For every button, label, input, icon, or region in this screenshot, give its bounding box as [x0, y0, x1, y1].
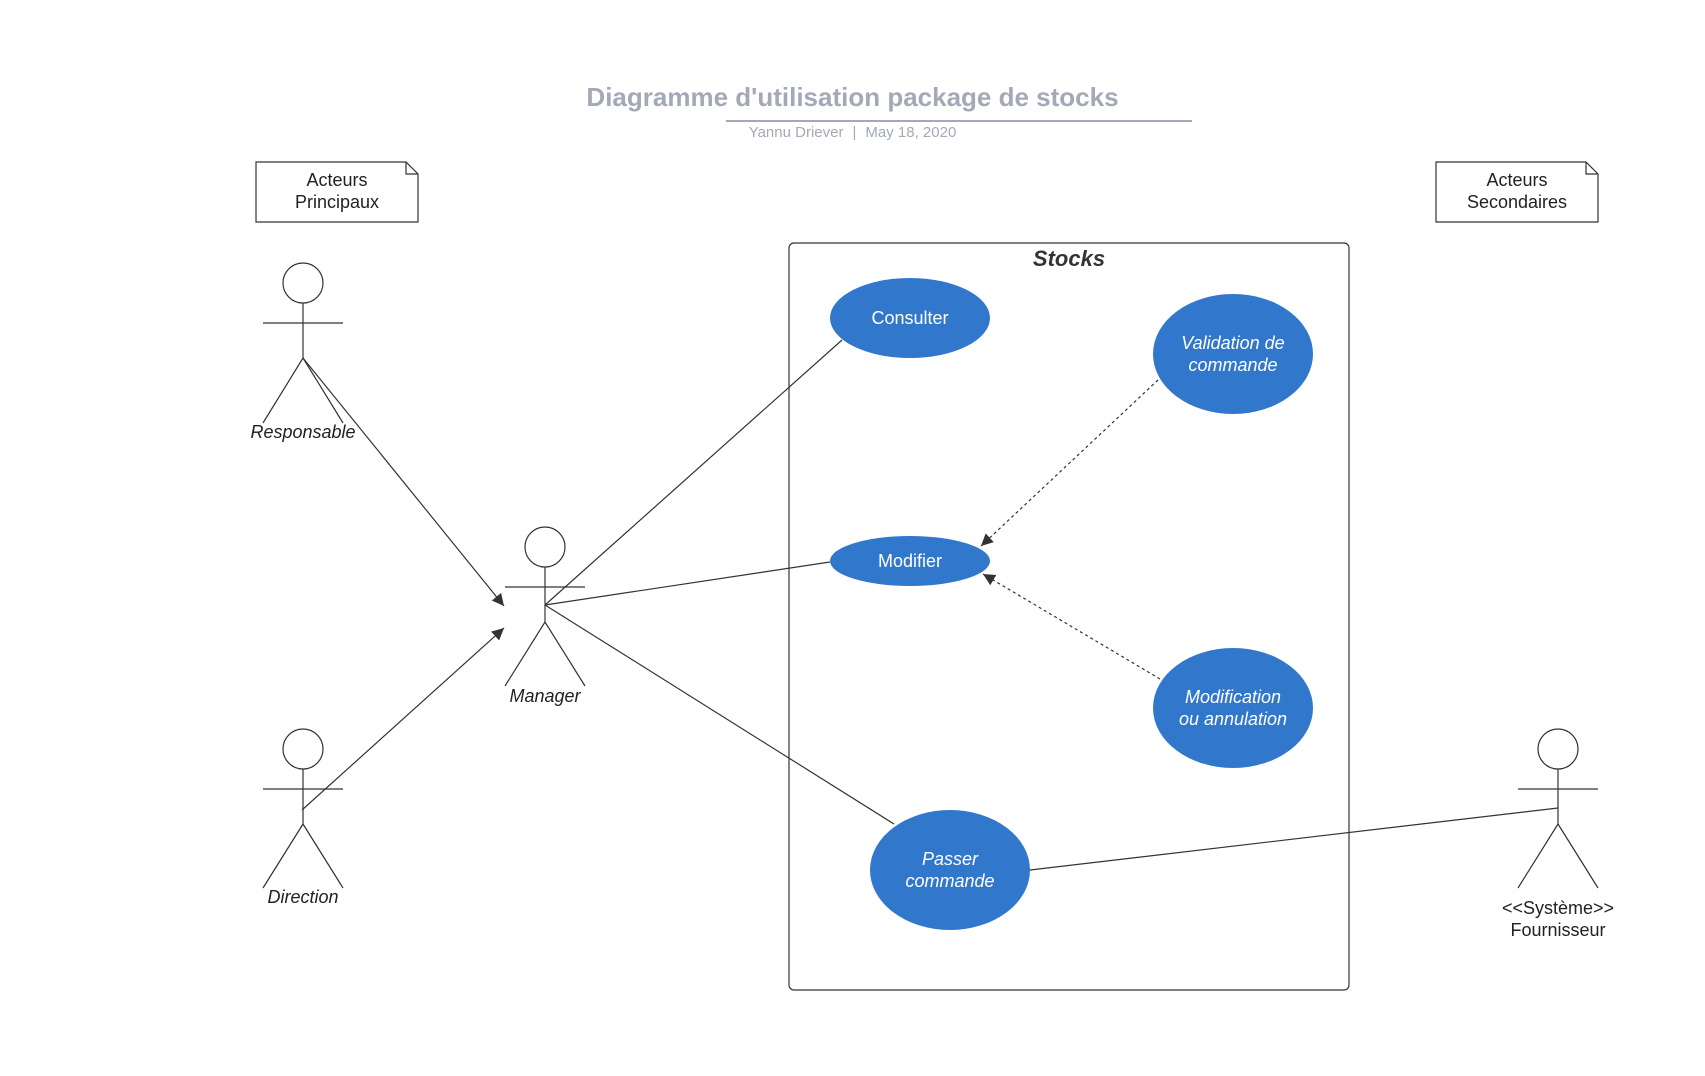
diagram-date: May 18, 2020 — [865, 124, 957, 141]
use-case-modifier-text: Modifier — [877, 551, 943, 571]
generalization-direction-manager — [301, 627, 505, 811]
actor-direction-figure[interactable] — [262, 728, 344, 889]
actor-fournisseur-figure[interactable] — [1517, 728, 1599, 889]
use-case-consulter-label: Consulter — [830, 278, 990, 358]
actor-responsable-label: Responsable — [250, 422, 356, 442]
actor-manager-figure[interactable] — [504, 526, 586, 687]
use-case-modification[interactable] — [1153, 648, 1313, 768]
author-name: Yannu Driever — [748, 124, 844, 141]
note-primary-line-1: Acteurs — [306, 170, 368, 190]
system-boundary-title: Stocks — [1032, 246, 1106, 271]
use-case-validation-line-2: commande — [1188, 355, 1278, 375]
dependency-validation-modifier — [980, 379, 1159, 547]
note-secondary-line-2: Secondaires — [1466, 192, 1568, 212]
note-secondary-text: Acteurs Secondaires — [1436, 169, 1598, 213]
use-case-consulter[interactable] — [830, 278, 990, 358]
actor-fournisseur-name: Fournisseur — [1510, 920, 1606, 940]
use-case-modification-line-1: Modification — [1184, 687, 1282, 707]
use-case-modifier-label: Modifier — [830, 536, 990, 586]
use-case-modifier[interactable] — [830, 536, 990, 586]
actor-fournisseur-stereotype: <<Système>> — [1501, 898, 1615, 918]
system-boundary-stocks — [788, 242, 1350, 991]
actor-responsable-figure[interactable] — [262, 262, 344, 424]
dependency-modification-modifier — [982, 573, 1161, 680]
use-case-validation[interactable] — [1153, 294, 1313, 414]
assoc-manager-modifier — [544, 561, 831, 606]
subtitle-separator: | — [852, 124, 857, 141]
actor-fournisseur-label: <<Système>> Fournisseur — [1468, 897, 1648, 941]
assoc-manager-passer — [544, 604, 895, 825]
generalization-responsable-manager — [302, 357, 505, 607]
diagram-subtitle: Yannu Driever | May 18, 2020 — [0, 124, 1705, 141]
use-case-consulter-text: Consulter — [871, 308, 949, 328]
use-case-passer-label: Passer commande — [870, 810, 1030, 930]
note-secondary-line-1: Acteurs — [1486, 170, 1548, 190]
use-case-passer-line-1: Passer — [921, 849, 978, 869]
actor-direction-label: Direction — [267, 887, 339, 907]
assoc-passer-fournisseur — [1029, 807, 1559, 871]
use-case-modification-line-2: ou annulation — [1178, 709, 1288, 729]
title-underline — [726, 120, 1192, 122]
use-case-validation-line-1: Validation de — [1181, 333, 1285, 353]
actor-manager-label: Manager — [509, 686, 581, 706]
note-primary-line-2: Principaux — [294, 192, 380, 212]
diagram-title: Diagramme d'utilisation package de stock… — [586, 82, 1119, 112]
use-case-modification-label: Modification ou annulation — [1153, 648, 1313, 768]
assoc-manager-consulter — [544, 339, 843, 606]
note-primary-actors — [255, 161, 419, 223]
use-case-validation-label: Validation de commande — [1153, 294, 1313, 414]
note-primary-text: Acteurs Principaux — [256, 169, 418, 213]
note-secondary-actors — [1435, 161, 1599, 223]
use-case-passer[interactable] — [870, 810, 1030, 930]
use-case-passer-line-2: commande — [905, 871, 995, 891]
